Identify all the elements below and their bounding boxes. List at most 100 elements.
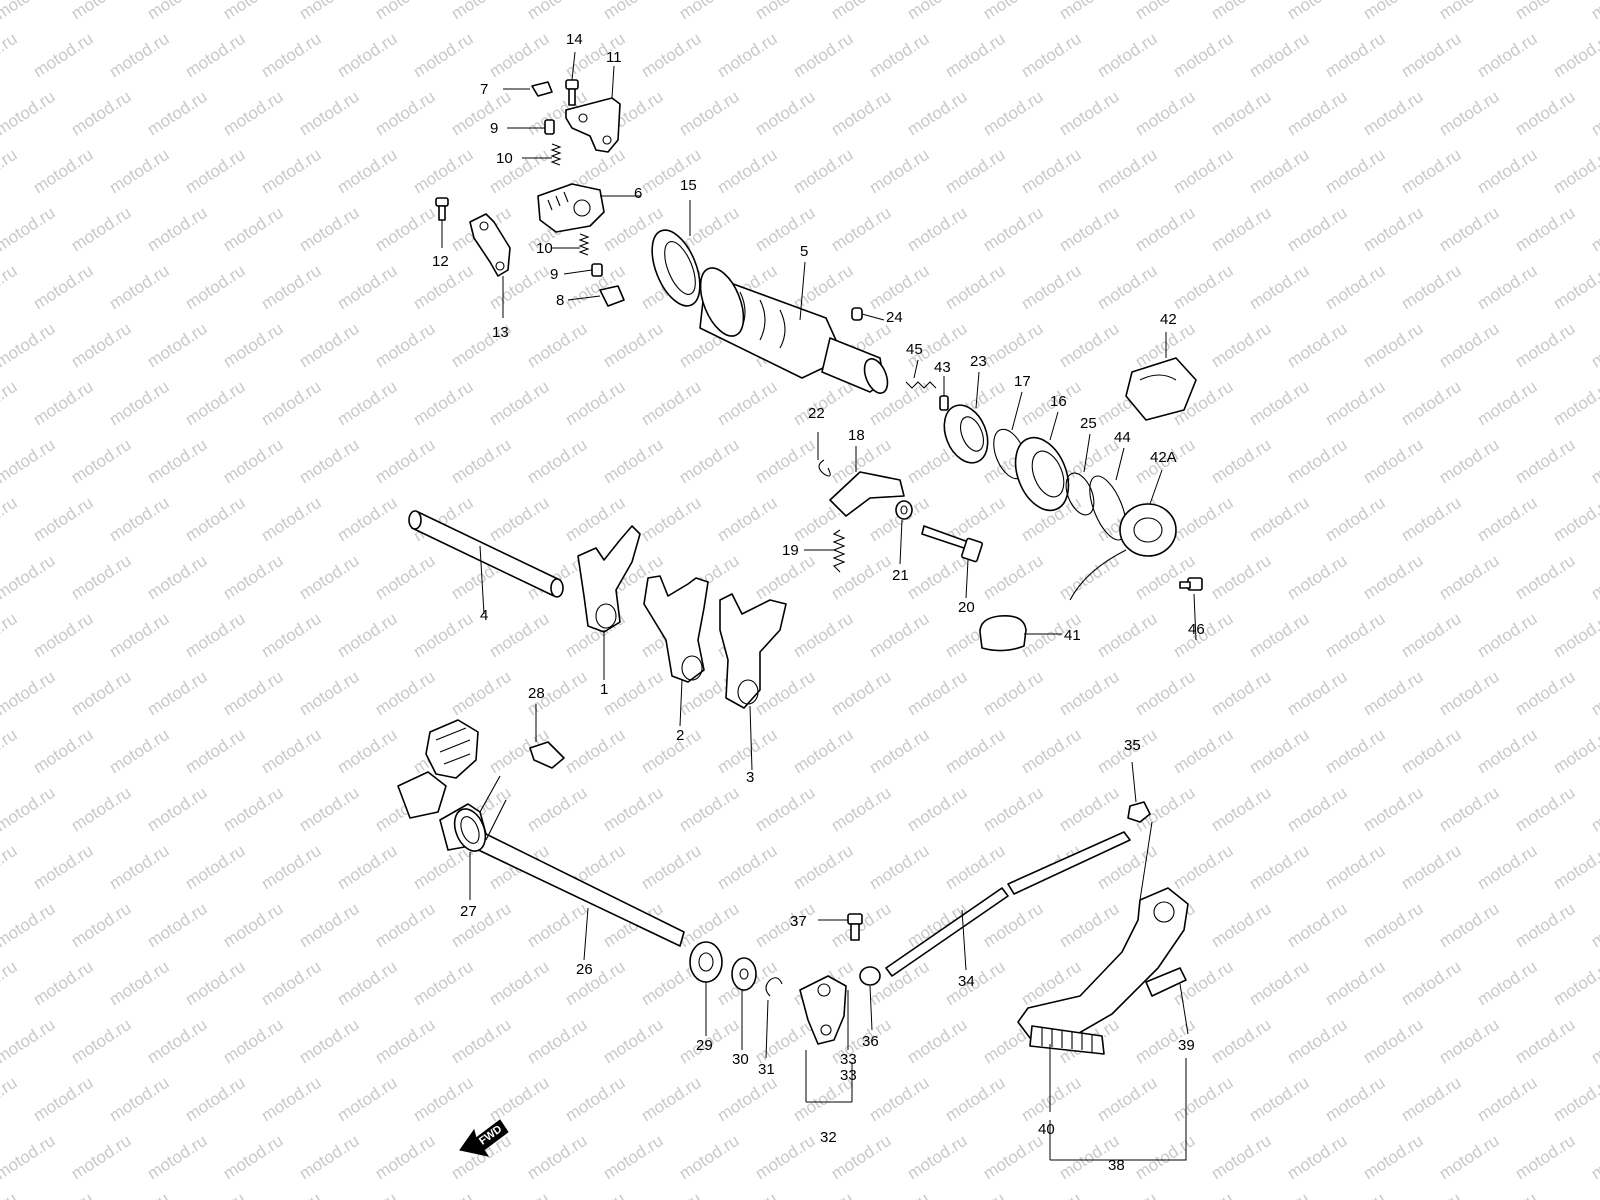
watermark-text: motod.ru [1398, 725, 1465, 777]
watermark-text: motod.ru [1246, 1073, 1313, 1125]
watermark-text: motod.ru [1588, 203, 1600, 255]
watermark-text: motod.ru [106, 493, 173, 545]
callout-10-mid: 10 [536, 240, 553, 257]
watermark-text: motod.ru [1170, 493, 1237, 545]
callout-40: 40 [1038, 1121, 1055, 1138]
watermark-text: motod.ru [106, 609, 173, 661]
watermark-text: motod.ru [942, 1073, 1009, 1125]
watermark-text: motod.ru [334, 1189, 401, 1200]
watermark-text: motod.ru [714, 1189, 781, 1200]
watermark-text: motod.ru [1436, 551, 1503, 603]
watermark-text: motod.ru [182, 493, 249, 545]
watermark-text: motod.ru [1550, 1189, 1600, 1200]
watermark-text: motod.ru [1170, 1189, 1237, 1200]
watermark-text: motod.ru [106, 1189, 173, 1200]
watermark-text: motod.ru [1094, 29, 1161, 81]
part-30-washer [731, 957, 757, 991]
watermark-text: motod.ru [0, 319, 58, 371]
watermark-text: motod.ru [296, 203, 363, 255]
watermark-text: motod.ru [1512, 667, 1579, 719]
watermark-text: motod.ru [1208, 551, 1275, 603]
watermark-text: motod.ru [1322, 493, 1389, 545]
callout-37: 37 [790, 913, 807, 930]
watermark-text: motod.ru [258, 957, 325, 1009]
watermark-text: motod.ru [1398, 145, 1465, 197]
watermark-text: motod.ru [1284, 667, 1351, 719]
watermark-text: motod.ru [1018, 1189, 1085, 1200]
watermark-text: motod.ru [676, 0, 743, 23]
callout-labels: 7 14 11 9 10 6 12 13 10 9 8 15 5 24 45 4… [432, 31, 1205, 1174]
watermark-text: motod.ru [790, 609, 857, 661]
watermark-text: motod.ru [1512, 1131, 1579, 1183]
watermark-text: motod.ru [296, 1131, 363, 1183]
watermark-text: motod.ru [980, 87, 1047, 139]
watermark-text: motod.ru [296, 667, 363, 719]
callout-44: 44 [1114, 429, 1131, 446]
watermark-text: motod.ru [30, 29, 97, 81]
callout-12: 12 [432, 253, 449, 270]
watermark-text: motod.ru [106, 957, 173, 1009]
callout-36: 36 [862, 1033, 879, 1050]
part-13-stopper-arm [469, 213, 511, 277]
watermark-text: motod.ru [0, 899, 58, 951]
watermark-text: motod.ru [752, 435, 819, 487]
part-1-fork [577, 525, 641, 633]
watermark-text: motod.ru [144, 87, 211, 139]
watermark-text: motod.ru [1018, 725, 1085, 777]
watermark-text: motod.ru [1550, 957, 1600, 1009]
watermark-text: motod.ru [1246, 145, 1313, 197]
watermark-text: motod.ru [1094, 1073, 1161, 1125]
watermark-text: motod.ru [524, 1015, 591, 1067]
watermark-text: motod.ru [866, 725, 933, 777]
watermark-text: motod.ru [1474, 1189, 1541, 1200]
watermark-text: motod.ru [752, 0, 819, 23]
watermark-text: motod.ru [1512, 319, 1579, 371]
watermark-text: motod.ru [258, 1189, 325, 1200]
watermark-text: motod.ru [144, 551, 211, 603]
watermark-text: motod.ru [106, 841, 173, 893]
watermark-text: motod.ru [1436, 667, 1503, 719]
watermark-text: motod.ru [1550, 493, 1600, 545]
watermark-text: motod.ru [562, 377, 629, 429]
watermark-text: motod.ru [0, 87, 58, 139]
watermark-text: motod.ru [486, 377, 553, 429]
watermark-text: motod.ru [676, 435, 743, 487]
callout-42a: 42A [1150, 449, 1177, 466]
callout-16: 16 [1050, 393, 1067, 410]
watermark-text: motod.ru [0, 783, 58, 835]
callout-17: 17 [1014, 373, 1031, 390]
watermark-text: motod.ru [866, 841, 933, 893]
watermark-text: motod.ru [68, 0, 135, 23]
callout-18: 18 [848, 427, 865, 444]
watermark-text: motod.ru [1588, 899, 1600, 951]
part-42a-sensor [1069, 503, 1177, 601]
watermark-text: motod.ru [334, 841, 401, 893]
watermark-text: motod.ru [1132, 0, 1199, 23]
watermark-text: motod.ru [0, 725, 20, 777]
callout-35: 35 [1124, 737, 1141, 754]
watermark-text: motod.ru [68, 1015, 135, 1067]
watermark-text: motod.ru [1512, 899, 1579, 951]
watermark-text: motod.ru [1360, 435, 1427, 487]
watermark-text: motod.ru [1284, 551, 1351, 603]
watermark-text: motod.ru [980, 203, 1047, 255]
part-19-spring [832, 529, 846, 573]
watermark-text: motod.ru [1436, 319, 1503, 371]
watermark-text: motod.ru [714, 841, 781, 893]
watermark-text: motod.ru [1246, 29, 1313, 81]
watermark-text: motod.ru [410, 29, 477, 81]
part-5-cam-drum [699, 267, 889, 394]
part-27-spring [453, 775, 507, 852]
callout-42: 42 [1160, 311, 1177, 328]
watermark-text: motod.ru [258, 261, 325, 313]
callout-31: 31 [758, 1061, 775, 1078]
part-42-cover [1125, 357, 1197, 421]
watermark-text: motod.ru [980, 0, 1047, 23]
part-10-spring-top [550, 143, 562, 166]
watermark-text: motod.ru [0, 1073, 20, 1125]
watermark-text: motod.ru [68, 667, 135, 719]
watermark-text: motod.ru [220, 1131, 287, 1183]
watermark-text: motod.ru [1056, 667, 1123, 719]
callout-14: 14 [566, 31, 583, 48]
